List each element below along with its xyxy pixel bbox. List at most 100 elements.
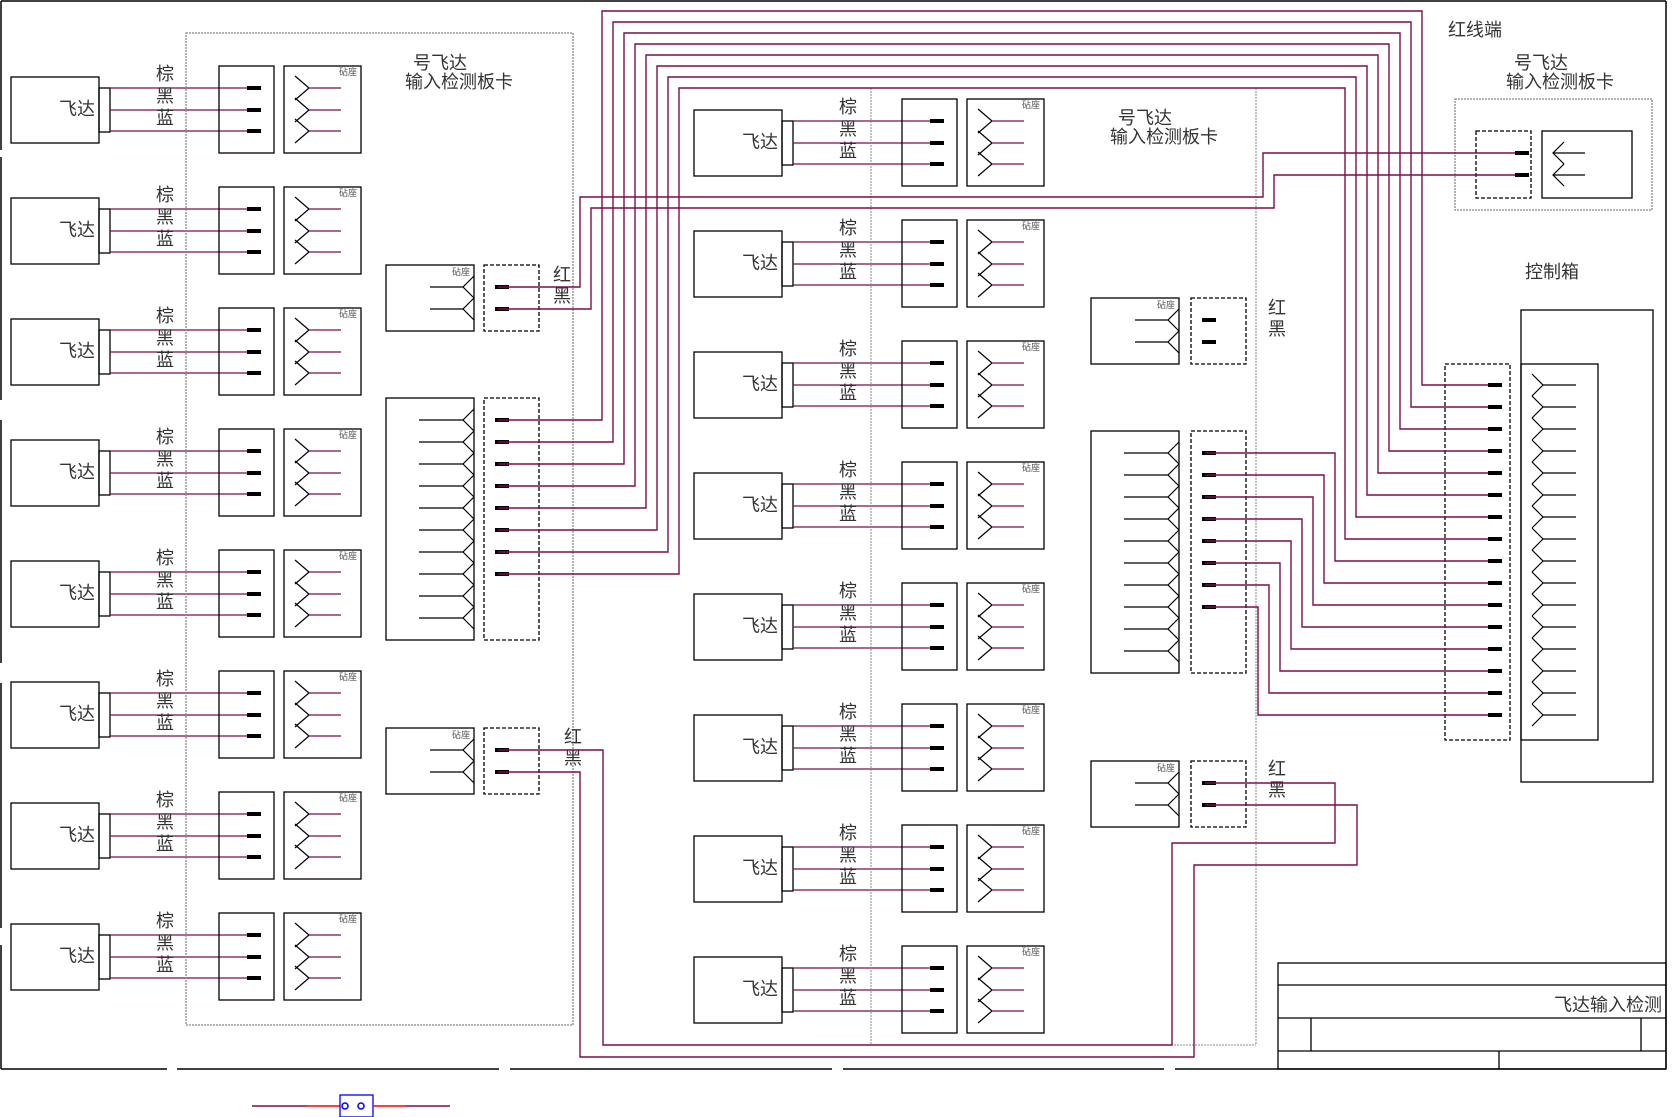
socket-contacts	[978, 109, 992, 176]
socket-contact-chevron	[978, 878, 992, 902]
terminal-block-2pin	[484, 728, 539, 794]
socket-contact-chevron	[295, 219, 309, 243]
wire-label-blue: 蓝	[839, 383, 857, 404]
wire-label-blue: 蓝	[839, 988, 857, 1009]
card-title-middle-line1: 号飞达	[1118, 108, 1172, 129]
socket-label: 砧座	[1022, 946, 1040, 958]
wire-label-black: 黑	[839, 845, 857, 866]
socket-contact-chevron	[978, 494, 992, 518]
card-title-left-line2: 输入检测板卡	[405, 72, 513, 93]
socket-contact-chevron	[1532, 374, 1543, 396]
socket-contact-chevron	[1168, 772, 1179, 794]
red-label: 红	[553, 265, 571, 286]
socket-contact-chevron	[295, 98, 309, 122]
title-block-title: 飞达输入检测	[1554, 995, 1662, 1016]
socket-contact-chevron	[1532, 594, 1543, 616]
socket-contacts	[978, 230, 992, 297]
card-title-right-line2: 输入检测板卡	[1506, 72, 1614, 93]
terminal-block-10pin	[1191, 431, 1246, 673]
connector-top-right	[1476, 131, 1632, 198]
socket-contact-chevron	[463, 761, 474, 783]
socket-contact-chevron	[295, 945, 309, 969]
wire-label-blue: 蓝	[156, 108, 174, 129]
socket-contacts	[295, 76, 309, 143]
terminal-block-2pin	[484, 265, 539, 331]
socket-label: 砧座	[1022, 704, 1040, 716]
socket-contacts	[295, 681, 309, 748]
flyer-connector	[99, 330, 110, 374]
connector-red-black-upper-left: 砧座	[386, 265, 539, 331]
wire-label-black: 黑	[156, 570, 174, 591]
socket-contact-chevron	[978, 978, 992, 1002]
socket-contact-chevron	[978, 394, 992, 418]
feeder-unit-middle-6: 飞达棕黑蓝砧座	[694, 702, 1044, 791]
socket-label: 砧座	[339, 429, 357, 441]
socket-contact-chevron	[978, 999, 992, 1023]
flyer-label: 飞达	[59, 583, 95, 604]
socket-contact-chevron	[978, 956, 992, 980]
socket-contacts	[295, 560, 309, 627]
socket-contact-chevron	[978, 472, 992, 496]
socket-contacts	[978, 835, 992, 902]
flyer-connector	[99, 572, 110, 616]
socket-label: 砧座	[1022, 583, 1040, 595]
control-box-outer	[1521, 310, 1653, 782]
socket-contact-chevron	[295, 724, 309, 748]
socket-contacts	[978, 956, 992, 1023]
wire-label-brown: 棕	[839, 944, 857, 965]
socket-label: 砧座	[1022, 825, 1040, 837]
wire-label-brown: 棕	[156, 185, 174, 206]
socket-label: 砧座	[339, 671, 357, 683]
red-label: 红	[564, 727, 582, 748]
socket-contact-chevron	[1532, 572, 1543, 594]
socket-contact-chevron	[463, 431, 474, 453]
legend-pin-icon	[342, 1103, 348, 1109]
socket-contact-chevron	[295, 197, 309, 221]
socket-contact-chevron	[1168, 309, 1179, 331]
red-label: 红	[1268, 298, 1286, 319]
wire-label-black: 黑	[839, 724, 857, 745]
wire-label-brown: 棕	[156, 790, 174, 811]
socket-contact-chevron	[295, 560, 309, 584]
socket-contact-chevron	[1532, 660, 1543, 682]
harness-wire	[498, 55, 1488, 508]
socket-contact-chevron	[295, 240, 309, 264]
socket-contact-chevron	[295, 603, 309, 627]
socket-contact-chevron	[295, 340, 309, 364]
title-block: 飞达输入检测	[1278, 963, 1666, 1069]
flyer-label: 飞达	[59, 704, 95, 725]
wire-label-black: 黑	[839, 240, 857, 261]
socket-contacts	[295, 923, 309, 990]
socket-contact-chevron	[978, 757, 992, 781]
wire-label-blue: 蓝	[156, 471, 174, 492]
socket-contact-chevron	[463, 563, 474, 585]
flyer-label: 飞达	[59, 462, 95, 483]
socket-block-10pin	[386, 398, 474, 640]
socket-contacts	[295, 318, 309, 385]
wire-label-black: 黑	[839, 603, 857, 624]
socket-contact-chevron	[463, 607, 474, 629]
socket-contact-chevron	[295, 482, 309, 506]
flyer-connector	[782, 484, 793, 528]
socket-contact-chevron	[463, 298, 474, 320]
flyer-label: 飞达	[59, 341, 95, 362]
socket-label: 砧座	[339, 308, 357, 320]
socket-contacts	[295, 802, 309, 869]
socket-contact-chevron	[1532, 484, 1543, 506]
wire-label-black: 黑	[839, 119, 857, 140]
wire-label-black: 黑	[156, 207, 174, 228]
flyer-label: 飞达	[742, 374, 778, 395]
card-frame-top-right	[1455, 99, 1652, 210]
socket-contact-chevron	[978, 857, 992, 881]
feeder-unit-middle-1: 飞达棕黑蓝砧座	[694, 97, 1044, 186]
flyer-label: 飞达	[742, 858, 778, 879]
socket-contact-chevron	[1532, 440, 1543, 462]
socket-contact-chevron	[1532, 462, 1543, 484]
flyer-connector	[782, 726, 793, 770]
wire-label-brown: 棕	[839, 339, 857, 360]
socket-contacts	[295, 197, 309, 264]
feeder-unit-middle-5: 飞达棕黑蓝砧座	[694, 581, 1044, 670]
